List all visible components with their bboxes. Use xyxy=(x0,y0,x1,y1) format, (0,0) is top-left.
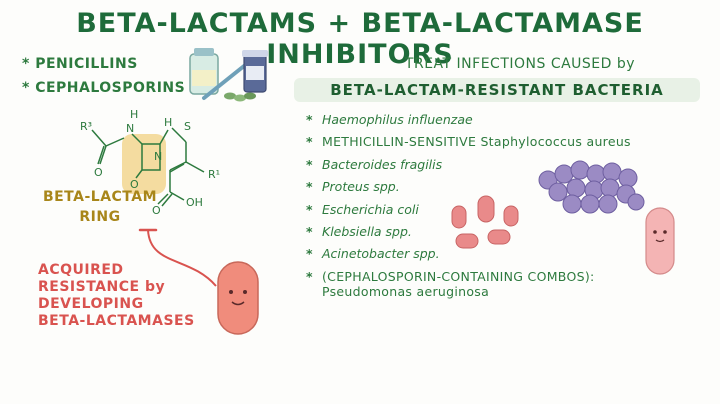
pill-bottle-icon xyxy=(242,50,268,93)
drug-class-label: CEPHALOSPORINS xyxy=(35,80,186,96)
beta-lactam-ring-label: BETA-LACTAM RING xyxy=(40,187,160,227)
list-item: *Escherichia coli xyxy=(306,201,419,217)
list-item-continuation: Pseudomonas aeruginosa xyxy=(322,283,490,299)
treat-heading: TREAT INFECTIONS CAUSED by xyxy=(404,56,636,72)
drug-class-cephalosporins: * CEPHALOSPORINS xyxy=(22,80,185,96)
ring-label-line2: RING xyxy=(79,209,121,225)
ring-label-line1: BETA-LACTAM xyxy=(42,189,158,205)
page-title: BETA-LACTAMS + BETA-LACTAMASE INHIBITORS xyxy=(76,8,644,70)
rod-bacterium-character-icon xyxy=(645,207,675,275)
list-item: *Proteus spp. xyxy=(306,179,400,195)
bullet-star: * xyxy=(22,56,30,72)
atom-n: N xyxy=(126,122,134,135)
atom-oh: OH xyxy=(186,196,203,209)
list-item: *Acinetobacter spp. xyxy=(306,246,440,262)
atom-n-ring: N xyxy=(154,150,162,163)
atom-h-top: H xyxy=(164,116,172,129)
pills-icon xyxy=(224,92,256,102)
resistant-bacteria-banner: BETA-LACTAM-RESISTANT BACTERIA xyxy=(294,78,700,102)
atom-r1: R¹ xyxy=(208,168,220,181)
list-item: *Klebsiella spp. xyxy=(306,223,412,239)
atom-o-lactam: O xyxy=(130,178,139,191)
inhibition-arrow-icon xyxy=(138,228,217,287)
atom-r3: R³ xyxy=(80,120,92,133)
staph-cluster-icon xyxy=(538,160,645,214)
rod-bacteria-icon xyxy=(451,195,519,249)
bacterium-character-icon xyxy=(217,261,259,335)
ring-highlight xyxy=(122,134,166,194)
medicine-illustration xyxy=(189,48,268,102)
atom-h: H xyxy=(130,108,138,121)
list-item: *(CEPHALOSPORIN-CONTAINING COMBOS): xyxy=(306,268,595,284)
drug-class-label: PENICILLINS xyxy=(35,56,138,72)
list-item: *METHICILLIN-SENSITIVE Staphylococcus au… xyxy=(306,134,631,150)
acquired-resistance-text: ACQUIRED RESISTANCE by DEVELOPING BETA-L… xyxy=(38,262,195,329)
bullet-star: * xyxy=(22,80,30,96)
drug-class-penicillins: * PENICILLINS xyxy=(22,56,138,72)
atom-o-acid: O xyxy=(152,204,161,217)
bacteria-list: *Haemophilus influenzae *METHICILLIN-SEN… xyxy=(306,112,631,306)
list-item: *Bacteroides fragilis xyxy=(306,156,443,172)
atom-o: O xyxy=(94,166,103,179)
atom-s: S xyxy=(184,120,191,133)
beta-lactam-structure: R³ N H O H S N O R¹ O OH xyxy=(80,108,220,217)
list-item: *Haemophilus influenzae xyxy=(306,112,473,127)
medicine-vial-icon xyxy=(189,48,219,95)
